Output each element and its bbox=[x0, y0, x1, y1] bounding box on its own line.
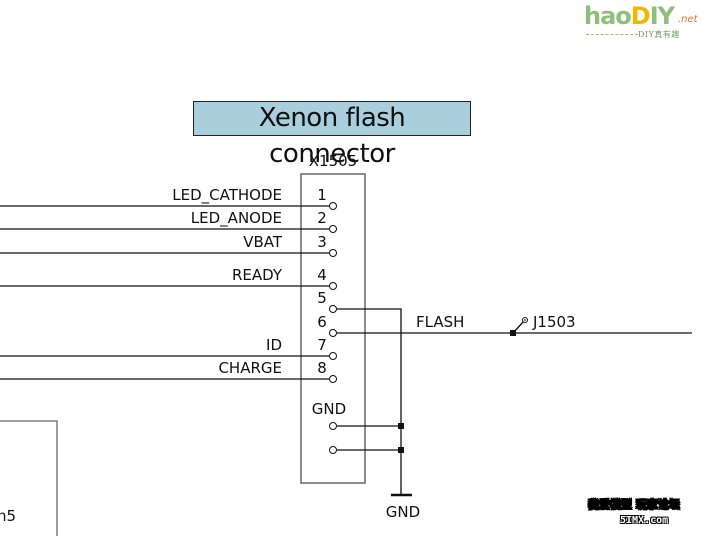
pin-number: 3 bbox=[317, 233, 327, 251]
connector-body bbox=[300, 173, 366, 484]
pin-number: 6 bbox=[317, 313, 327, 331]
wire-pin5-gnd-bus bbox=[337, 308, 402, 495]
logo-text-d: D bbox=[630, 2, 651, 30]
pin-number: 2 bbox=[317, 209, 327, 227]
testpoint-dot bbox=[524, 319, 526, 321]
pin-1-terminal bbox=[329, 202, 337, 210]
connector-gnd-label: GND bbox=[312, 400, 346, 418]
watermark: 我爱模型 玩家论坛 5IMX.com bbox=[588, 496, 708, 536]
net-label: LED_ANODE bbox=[191, 209, 282, 228]
partial-component-box bbox=[0, 420, 58, 536]
net-label: READY bbox=[232, 266, 283, 284]
watermark-line2: 5IMX.com bbox=[620, 515, 669, 526]
pin-8-terminal bbox=[329, 375, 337, 383]
junction-dot bbox=[398, 423, 404, 429]
logo-net: .net bbox=[678, 14, 698, 25]
logo-divider bbox=[586, 34, 638, 35]
net-label: CHARGE bbox=[218, 359, 282, 377]
title-box bbox=[193, 101, 471, 136]
diagram-title: Xenon flash connector bbox=[258, 103, 406, 169]
pin-number: 5 bbox=[317, 289, 327, 307]
net-label: LED_CATHODE bbox=[172, 186, 282, 205]
junction-dot bbox=[510, 330, 516, 336]
logo-text-hao: hao bbox=[584, 2, 632, 30]
watermark-line1: 我爱模型 玩家论坛 bbox=[588, 498, 680, 512]
net-label: ID bbox=[266, 336, 282, 354]
pin-number: 4 bbox=[317, 266, 327, 284]
logo-text-iy: IY bbox=[649, 2, 675, 30]
connector-ref: X1505 bbox=[309, 152, 357, 170]
flash-net-label: FLASH bbox=[416, 313, 464, 331]
gnd-pin-b-terminal bbox=[329, 446, 337, 454]
logo-subtitle: DIY真有趣 bbox=[638, 30, 680, 39]
pin-number: 1 bbox=[317, 186, 327, 204]
pin-2-terminal bbox=[329, 225, 337, 233]
logo-text: haoDIY bbox=[584, 2, 675, 30]
pin-6-terminal bbox=[329, 329, 337, 337]
pin-number: 8 bbox=[317, 359, 327, 377]
gnd-pin-a-terminal bbox=[329, 422, 337, 430]
haodiy-logo: haoDIY .net DIY真有趣 bbox=[580, 2, 705, 40]
pin-4-terminal bbox=[329, 282, 337, 290]
net-label: VBAT bbox=[243, 233, 283, 251]
pin-3-terminal bbox=[329, 249, 337, 257]
testpoint-label: J1503 bbox=[532, 313, 576, 331]
junction-dot bbox=[398, 447, 404, 453]
pin-5-terminal bbox=[329, 305, 337, 313]
pin-number: 7 bbox=[317, 336, 327, 354]
partial-component-label: n5 bbox=[0, 507, 16, 525]
ground-symbol-label: GND bbox=[386, 503, 420, 521]
pin-7-terminal bbox=[329, 352, 337, 360]
